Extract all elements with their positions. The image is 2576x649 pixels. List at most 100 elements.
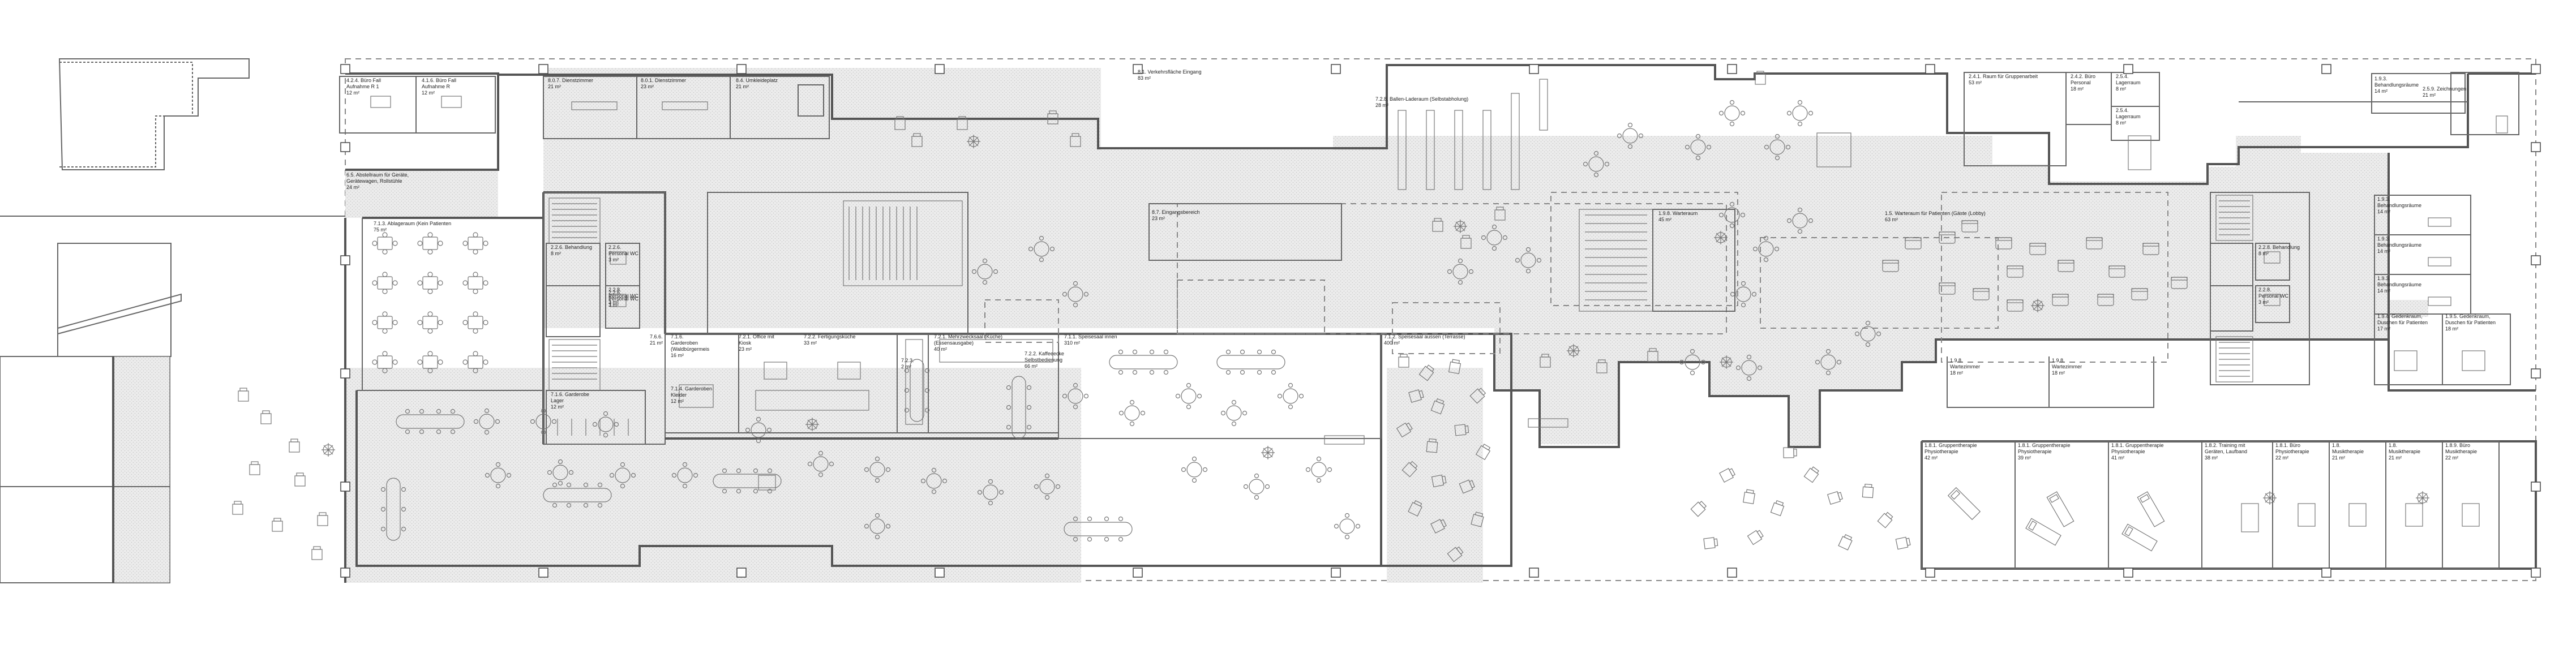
terrace-chair xyxy=(1838,533,1854,551)
room-label-line: (Waldbürgermeis xyxy=(671,346,710,352)
room-label-line: 1.9.8. xyxy=(2052,358,2065,363)
outdoor-seat xyxy=(317,512,328,526)
room-label-line: 2.2.6. Behandlung xyxy=(551,244,592,250)
grid-marker xyxy=(1925,568,1935,578)
room-label-line: 7.1.2. Speisesaal aussen (Terrasse) xyxy=(1384,334,1465,339)
room-label-line: 1.9.3. xyxy=(2377,236,2390,242)
grid-marker xyxy=(538,64,548,74)
grid-marker xyxy=(2123,64,2133,74)
room-label-line: 8 m² xyxy=(2258,251,2269,256)
room-label-line: 28 m² xyxy=(1375,102,1388,108)
grid-marker xyxy=(1529,568,1539,578)
room-label-line: 7.1.4. Garderoben xyxy=(671,386,712,392)
room-label-line: 1.9.8. xyxy=(1950,358,1963,363)
room-label-line: Wartezimmer xyxy=(2052,364,2082,369)
room-label-line: 8 m² xyxy=(2116,86,2126,92)
room-label-line: Wartezimmer xyxy=(1950,364,1980,369)
room-label-line: 18 m² xyxy=(2445,326,2458,332)
room-label-line: Personal WC xyxy=(608,293,639,299)
room-label-line: 17 m² xyxy=(2377,326,2390,332)
room-label-line: 14 m² xyxy=(2377,288,2390,294)
room-label-line: 2.2.6. xyxy=(608,290,622,295)
structural-grid-markers xyxy=(340,64,2541,578)
room-label-line: 7.1.6. Garderobe xyxy=(551,392,589,397)
room-label-line: 14 m² xyxy=(2374,88,2388,94)
room-label-line: 4.1.6. Büro Fall xyxy=(422,78,456,83)
room-label-line: 14 m² xyxy=(2377,209,2390,214)
grid-marker xyxy=(1133,568,1143,578)
room-label-line: 41 m² xyxy=(2111,455,2124,461)
room-label-line: 12 m² xyxy=(346,90,359,96)
room-label-line: Musiktherapie xyxy=(2389,449,2420,454)
room-label-line: 7.6.6. xyxy=(650,334,663,339)
room-label-line: 1.9.3. xyxy=(2377,196,2390,202)
terrace-chair xyxy=(1719,466,1737,483)
room-label-line: 1.8.9. Büro xyxy=(2445,442,2470,448)
grid-marker xyxy=(340,568,350,578)
room-label-line: 2.2.8. xyxy=(2258,287,2271,293)
room-label-line: 23 m² xyxy=(641,84,654,89)
grid-marker xyxy=(340,255,350,265)
room-label-line: 7.1.1. Speisesaal innen xyxy=(1064,334,1117,339)
room-label-line: 1.8.2. Training mit xyxy=(2205,442,2245,448)
room-label-line: 83 m² xyxy=(1138,75,1151,81)
room-label-line: 6.5. Abstellraum für Geräte, xyxy=(346,172,409,178)
terrace-chair xyxy=(1783,447,1797,458)
room-label-line: 8.1. Verkehrsfläche Eingang xyxy=(1138,69,1202,75)
room-label-line: 14 m² xyxy=(2377,248,2390,254)
room-label-line: Behandlungsräume xyxy=(2374,82,2419,88)
grid-marker xyxy=(1331,64,1341,74)
room-label-line: 12 m² xyxy=(422,90,435,96)
room-label-line: 1.9.4. Gedenkraum, xyxy=(2377,313,2423,319)
neighbour-building xyxy=(0,58,345,583)
room-label-line: 75 m² xyxy=(374,227,387,233)
terrace-chair xyxy=(1690,500,1708,517)
room-label-line: Lagerraum xyxy=(2116,114,2141,119)
terrace-chair xyxy=(1803,465,1821,483)
room-label-line: 63 m² xyxy=(1885,217,1898,222)
grid-marker xyxy=(340,64,350,74)
room-label-line: 3 m² xyxy=(608,299,619,305)
grid-marker xyxy=(2531,482,2541,492)
room-label-line: (Essensausgabe) xyxy=(934,340,974,346)
room-label-line: 22 m² xyxy=(2445,455,2458,461)
terrace-chair xyxy=(1398,354,1409,368)
outdoor-seat xyxy=(249,461,260,475)
outdoor-seat xyxy=(272,518,283,532)
room-label-line: 21 m² xyxy=(736,84,749,89)
room-label-line: Gerätewagen, Rollstühle xyxy=(346,178,402,184)
grid-marker xyxy=(340,368,350,379)
room-label-line: 7.2.2. Kaffeeecke xyxy=(1025,351,1064,356)
terrace-chair xyxy=(1703,536,1718,549)
room-label-line: 2.5.9. Zeichnungen xyxy=(2423,86,2466,92)
furniture xyxy=(232,71,2430,562)
grid-marker xyxy=(1133,64,1143,74)
room-label-r712: 7.1.2. Speisesaal aussen (Terrasse)400 m… xyxy=(1384,334,1465,346)
room-label-r724: 7.2.1. Mehrzwecksaal (Küche)(Essensausga… xyxy=(934,334,1002,352)
room-label-line: 38 m² xyxy=(2205,455,2218,461)
room-label-line: 18 m² xyxy=(1950,370,1963,376)
terrace-chair xyxy=(1827,490,1844,505)
room-label-line: 1.9.3. xyxy=(2377,276,2390,281)
room-label-line: Aufnahme R xyxy=(422,84,451,89)
room-label-line: 16 m² xyxy=(671,353,684,358)
room-label-line: Physiotherapie xyxy=(1925,449,1958,454)
